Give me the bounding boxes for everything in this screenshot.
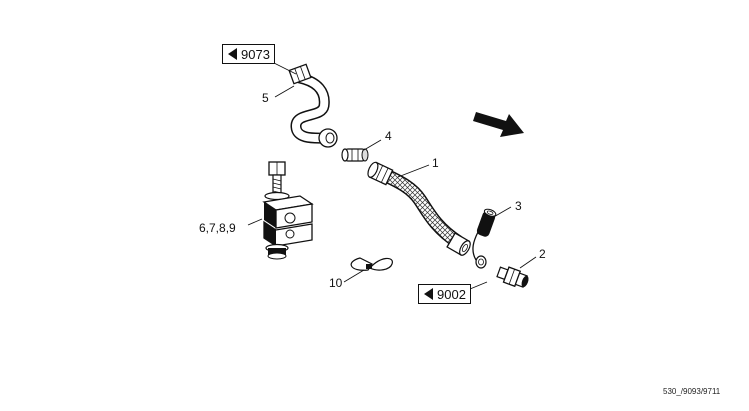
callout-3: 3 (515, 199, 522, 213)
arrow-icon (473, 112, 524, 137)
clamp-assembly-parts-6-9 (262, 161, 314, 260)
callout-4: 4 (385, 129, 392, 143)
fitting-part-2 (496, 266, 529, 288)
leader-lines (247, 61, 537, 290)
left-triangle-icon (424, 288, 433, 300)
reference-box-bottom[interactable]: 9002 (418, 284, 471, 304)
cap-part-3 (472, 208, 497, 269)
callout-5: 5 (262, 91, 269, 105)
callout-1: 1 (432, 156, 439, 170)
callout-10: 10 (329, 276, 343, 290)
left-triangle-icon (228, 48, 237, 60)
hose-part-1 (367, 161, 471, 256)
callout-2: 2 (539, 247, 546, 261)
callout-6-7-8-9: 6,7,8,9 (199, 221, 236, 235)
cable-tie-part-10 (350, 257, 393, 271)
reference-box-top[interactable]: 9073 (222, 44, 275, 64)
reference-number: 9002 (437, 286, 466, 302)
pipe-part-5 (288, 63, 338, 148)
reference-number: 9073 (241, 46, 270, 62)
figure-code: 530_/9093/9711 (663, 387, 721, 396)
adapter-part-4 (341, 148, 369, 162)
